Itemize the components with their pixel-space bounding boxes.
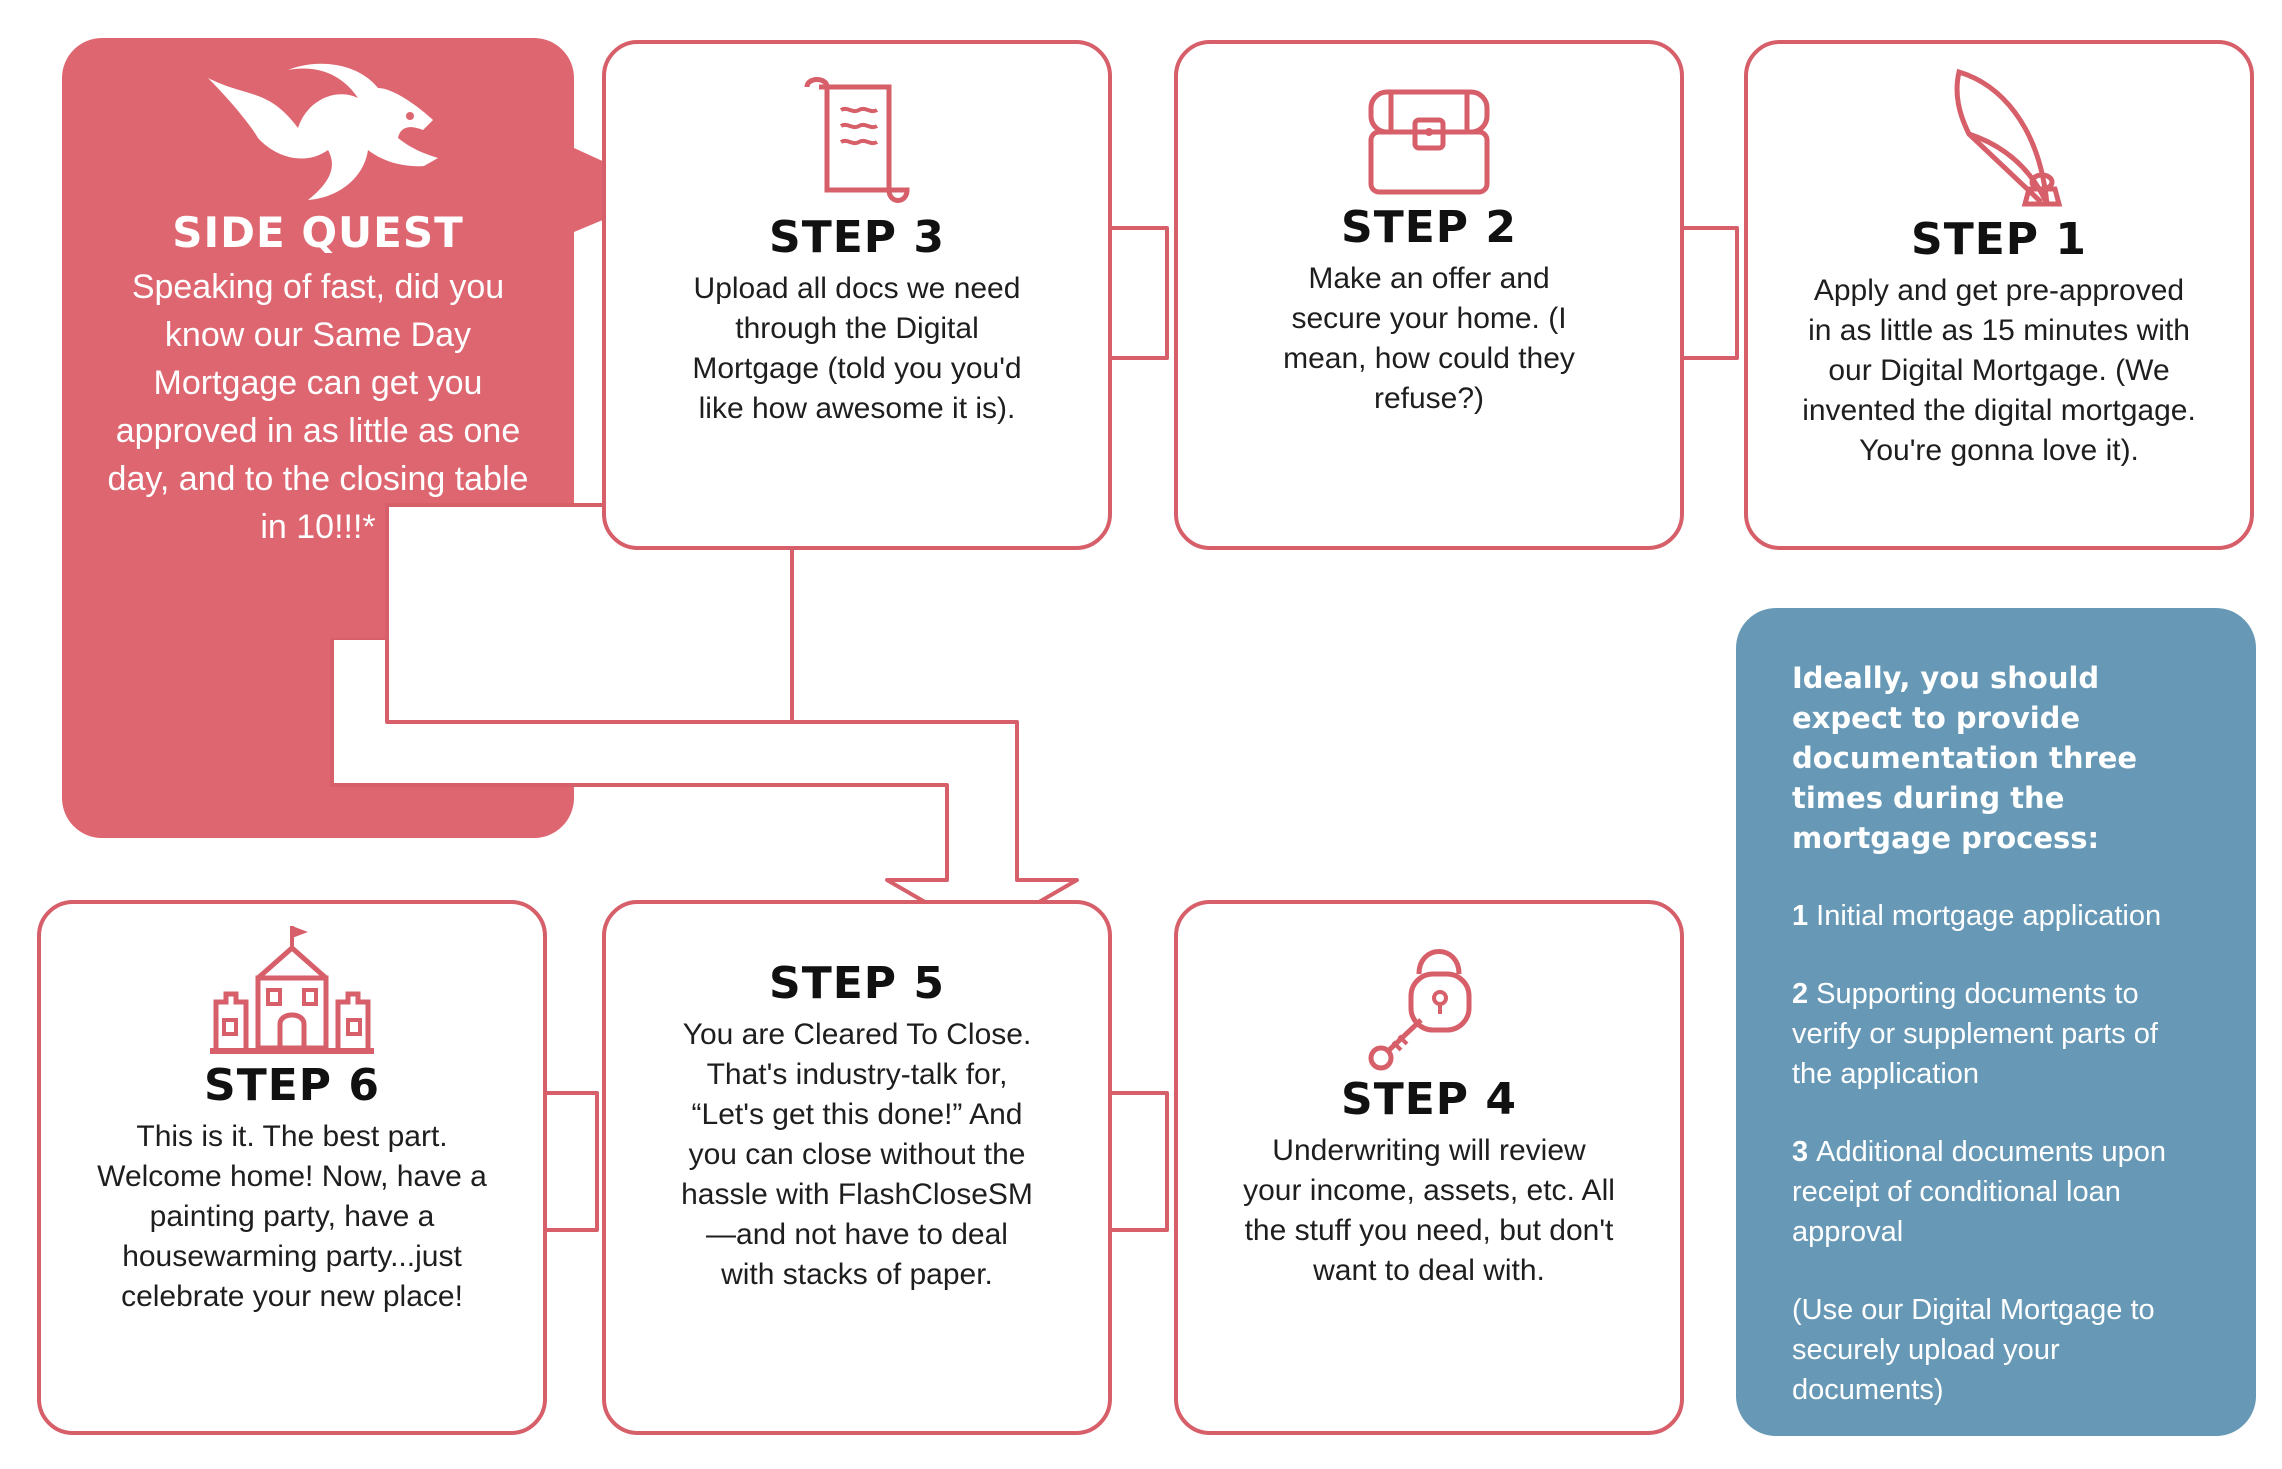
step-6-title: STEP 6 [204,1060,380,1111]
step-2-text: Make an offer and secure your home. (I m… [1283,262,1575,415]
quill-icon [1954,68,2063,207]
step-2-title: STEP 2 [1341,202,1517,253]
step-6-card: STEP 6 This is it. The best part. Welcom… [37,900,547,1435]
step-4-card: STEP 4 Underwriting will review your inc… [1174,900,1684,1435]
info-title: Ideally, you should expect to provide do… [1792,661,2138,855]
info-item-text: Supporting documents to verify or supple… [1792,978,2158,1090]
castle-icon [210,926,374,1054]
info-note: (Use our Digital Mortgage to securely up… [1792,1294,2155,1406]
step-1-card: STEP 1 Apply and get pre-approved in as … [1744,40,2254,550]
step-3-title: STEP 3 [769,212,945,263]
step-1-text: Apply and get pre-approved in as little … [1802,274,2196,467]
treasure-chest-icon [1368,89,1490,195]
side-quest-panel: SIDE QUEST Speaking of fast, did you kno… [62,38,574,838]
step-5-card: STEP 5 You are Cleared To Close. That's … [602,900,1112,1435]
info-item-number: 2 [1792,978,1809,1010]
step-5-text: You are Cleared To Close. That's industr… [681,1018,1033,1291]
info-item-number: 1 [1792,900,1809,932]
step-2-card: STEP 2 Make an offer and secure your hom… [1174,40,1684,550]
step-3-card: STEP 3 Upload all docs we need through t… [602,40,1112,550]
scroll-icon [804,77,910,203]
step-4-title: STEP 4 [1341,1074,1517,1125]
info-item-number: 3 [1792,1136,1809,1168]
info-item-text: Initial mortgage application [1816,900,2162,932]
documentation-info-panel: Ideally, you should expect to provide do… [1736,608,2256,1436]
step-3-text: Upload all docs we need through the Digi… [692,272,1022,425]
info-item-text: Additional documents upon receipt of con… [1792,1136,2166,1248]
padlock-key-icon [1368,949,1472,1071]
step-6-text: This is it. The best part. Welcome home!… [97,1120,487,1313]
step-1-title: STEP 1 [1911,214,2087,265]
step-5-title: STEP 5 [769,958,945,1009]
step-4-text: Underwriting will review your income, as… [1243,1134,1615,1287]
dragon-icon [208,63,438,201]
